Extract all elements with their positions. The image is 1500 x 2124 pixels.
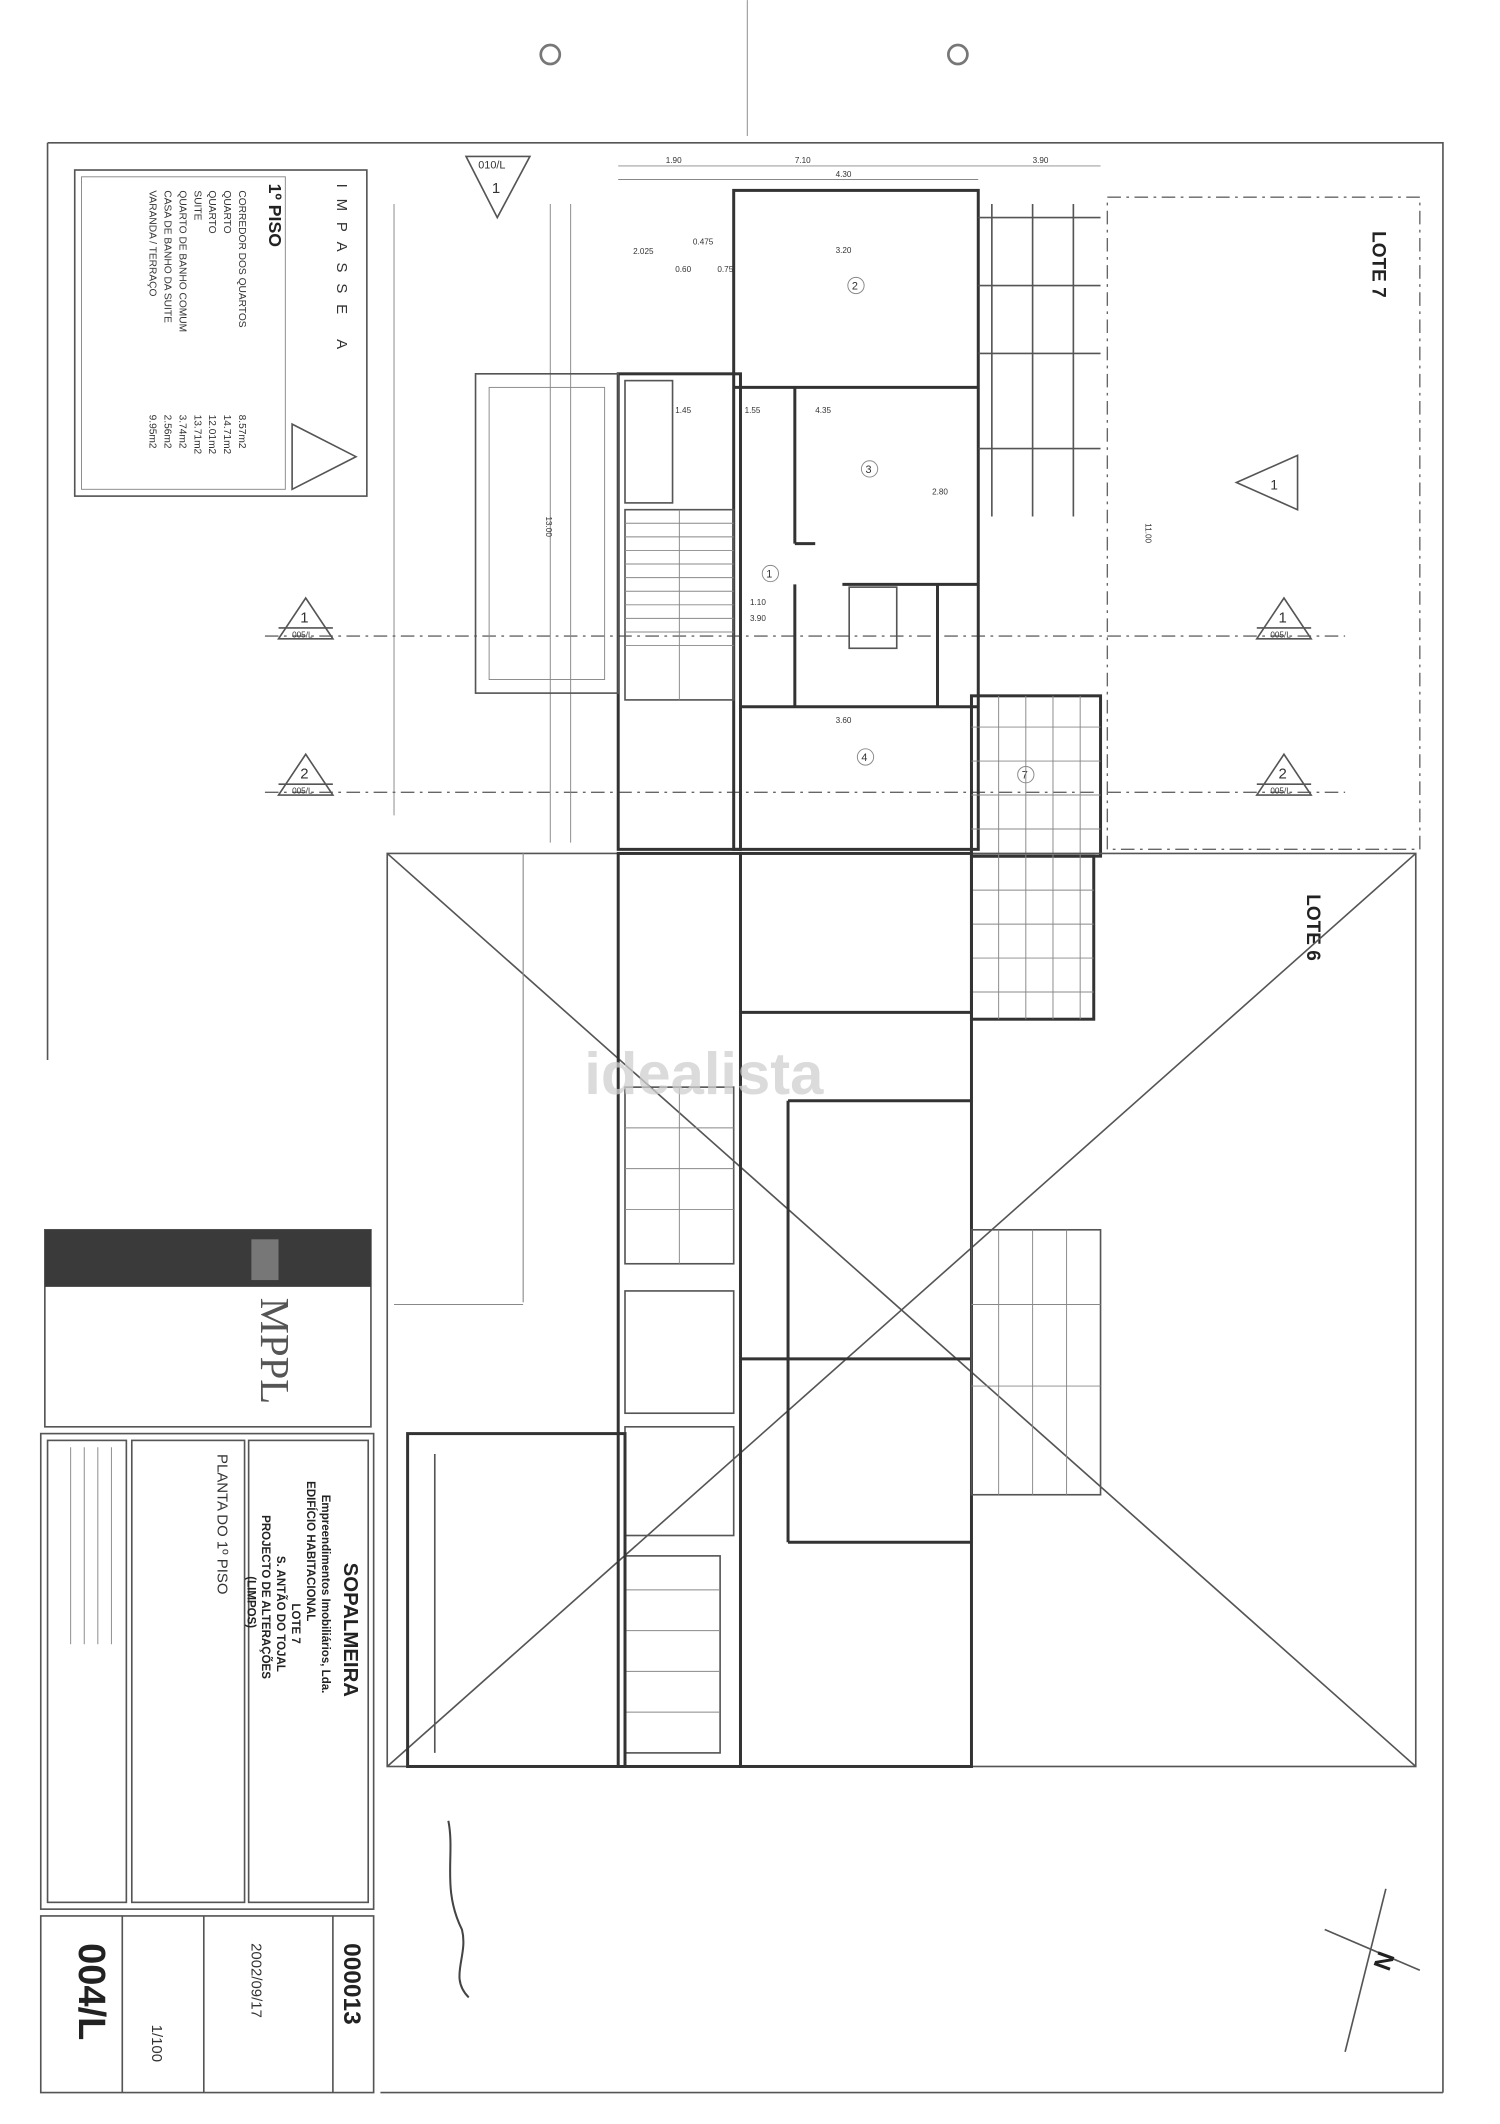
impasse-label: IMPASSE A [333, 184, 350, 360]
svg-text:2.025: 2.025 [633, 247, 654, 256]
svg-text:11.00: 11.00 [1143, 523, 1152, 543]
svg-text:N: N [1367, 1948, 1398, 1974]
drawing-title: PLANTA DO 1º PISO [213, 1454, 230, 1595]
lote-7-label: LOTE 7 [1367, 231, 1388, 298]
svg-text:2: 2 [300, 766, 308, 783]
legend-item: QUARTO [221, 190, 232, 233]
project-location: S. ANTÃO DO TOJAL [274, 1556, 287, 1672]
svg-text:1: 1 [1279, 609, 1287, 626]
legend-item: CORREDOR DOS QUARTOS [236, 190, 247, 327]
legend-area: 9.95m2 [146, 415, 157, 449]
svg-text:13.00: 13.00 [544, 516, 553, 537]
sheet-border [46, 142, 1444, 2094]
drawing-number: 004/L [70, 1943, 112, 2040]
balcony-terrace [969, 203, 1103, 1021]
svg-text:3.20: 3.20 [836, 246, 852, 255]
elevation-marker: 010/L 1 [464, 155, 532, 220]
svg-text:3.90: 3.90 [1033, 156, 1049, 165]
dimension-lines: 1.90 7.10 3.90 4.30 3.20 4.35 3.60 1.55 … [544, 156, 1152, 843]
project-name: EDIFÍCIO HABITACIONAL [304, 1481, 317, 1621]
svg-text:1.10: 1.10 [750, 598, 766, 607]
project-note: (LIMPOS) [244, 1576, 256, 1628]
svg-text:7: 7 [1022, 770, 1028, 782]
north-arrow-icon: N [1324, 1888, 1421, 2053]
svg-text:1: 1 [300, 609, 308, 626]
project-type: PROJECTO DE ALTERAÇÕES [259, 1515, 272, 1679]
process-number: 000013 [338, 1943, 365, 2025]
staircase [624, 508, 735, 701]
legend-title: 1º PISO [265, 184, 285, 247]
legend-item: QUARTO DE BANHO COMUM [176, 190, 187, 332]
signature [447, 1820, 470, 1999]
lote-6-label: LOTE 6 [1302, 894, 1323, 961]
legend-item: SUITE [191, 190, 202, 220]
architect-logo: MPPL [44, 1228, 372, 1428]
svg-text:005/L: 005/L [1270, 787, 1291, 796]
svg-text:3.90: 3.90 [750, 614, 766, 623]
svg-text:1: 1 [492, 180, 500, 197]
svg-text:2: 2 [852, 281, 858, 293]
svg-text:1: 1 [1270, 477, 1278, 492]
legend-area: 8.57m2 [236, 415, 247, 449]
svg-text:005/L: 005/L [292, 787, 313, 796]
svg-text:2: 2 [1279, 766, 1287, 783]
svg-text:3.60: 3.60 [836, 716, 852, 725]
legend-item: QUARTO [206, 190, 217, 233]
logo-band [44, 1229, 371, 1287]
legend-item: VARANDA / TERRAÇO [146, 190, 157, 296]
svg-text:4.35: 4.35 [815, 406, 831, 415]
svg-text:005/L: 005/L [1270, 630, 1291, 639]
svg-text:1.45: 1.45 [675, 406, 691, 415]
svg-text:7.10: 7.10 [795, 156, 811, 165]
room-legend: 1º PISO CORREDOR DOS QUARTOS 8.57m2 QUAR… [73, 169, 368, 497]
svg-text:1.90: 1.90 [666, 156, 682, 165]
client-subtitle: Empreendimentos Imobiliários, Lda. [319, 1495, 331, 1694]
svg-text:0.60: 0.60 [675, 265, 691, 274]
svg-text:1: 1 [766, 569, 772, 581]
elevation-marker: 1 [1234, 454, 1299, 511]
svg-text:2.80: 2.80 [932, 488, 948, 497]
section-marker: 2 005/L [277, 752, 335, 796]
svg-text:4: 4 [861, 752, 867, 764]
section-marker: 1 005/L [1255, 596, 1313, 640]
legend-area: 2.56m2 [161, 415, 172, 449]
punch-hole [947, 43, 969, 66]
project-lot: LOTE 7 [289, 1603, 301, 1643]
legend-area: 14.71m2 [221, 415, 232, 455]
legend-area: 13.71m2 [191, 415, 202, 455]
svg-text:010/L: 010/L [478, 160, 505, 172]
title-block: SOPALMEIRA Empreendimentos Imobiliários,… [39, 1432, 375, 2094]
punch-hole [539, 43, 562, 66]
drawing-scale: 1/100 [148, 2025, 165, 2062]
svg-text:MPPL: MPPL [252, 1298, 297, 1404]
svg-text:0.475: 0.475 [693, 238, 714, 247]
svg-text:3: 3 [865, 464, 871, 476]
watermark: idealista [584, 1040, 824, 1107]
legend-item: CASA DE BANHO DA SUITE [161, 190, 172, 323]
section-marker: 2 005/L [1255, 752, 1313, 796]
svg-text:005/L: 005/L [292, 630, 313, 639]
svg-text:4.30: 4.30 [836, 170, 852, 179]
section-marker: 1 005/L [277, 596, 335, 640]
legend-area: 12.01m2 [206, 415, 217, 455]
drawing-date: 2002/09/17 [247, 1943, 264, 2018]
lote-7-area [1106, 196, 1421, 851]
client-name: SOPALMEIRA [339, 1563, 361, 1698]
svg-text:0.75: 0.75 [717, 265, 733, 274]
svg-text:1.55: 1.55 [745, 406, 761, 415]
legend-area: 3.74m2 [176, 415, 187, 449]
lote-6-crossed-area [386, 851, 1417, 1768]
